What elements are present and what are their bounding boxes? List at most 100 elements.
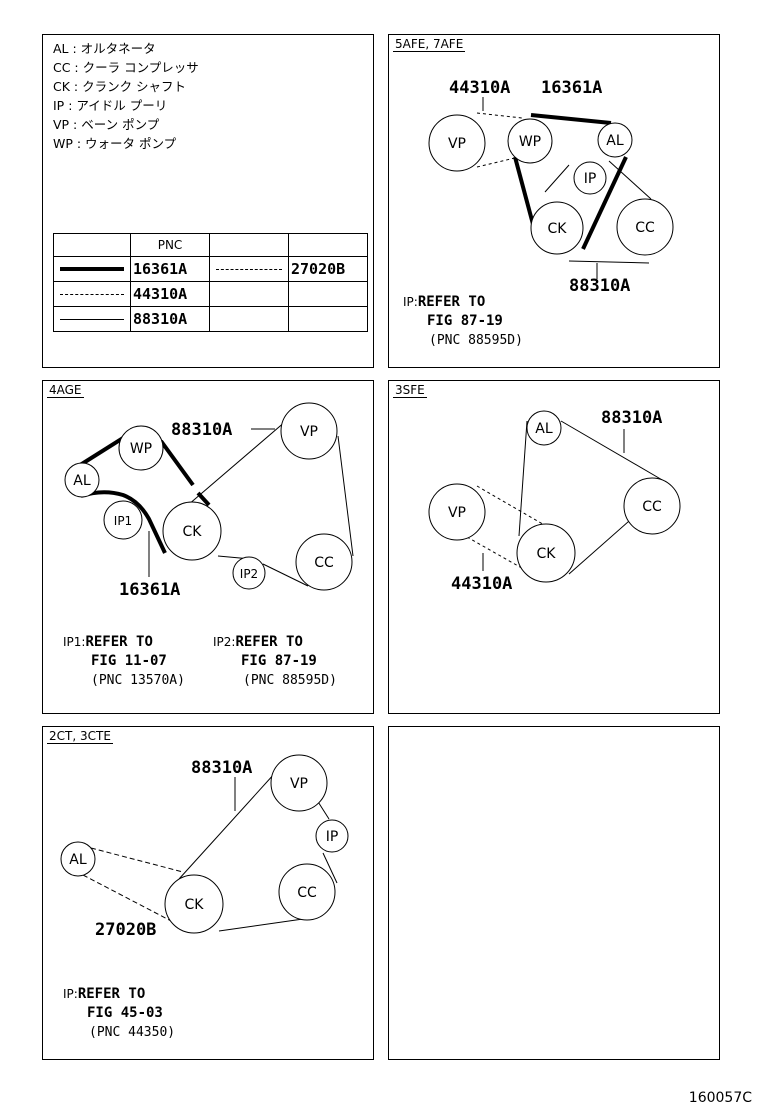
label-44310a: 44310A — [449, 78, 510, 98]
label-88310a: 88310A — [569, 276, 630, 296]
pnc-88310a: 88310A — [130, 306, 210, 332]
legend-line-vp: VP : ベーン ポンプ — [53, 117, 160, 132]
pnc-16361a: 16361A — [130, 256, 210, 282]
belt-88310a-bottom — [568, 260, 650, 264]
belt-88310a-inner — [544, 164, 570, 193]
panel-4age: 4AGE VP WP AL IP1 CK IP2 CC 88310A 16361… — [42, 380, 374, 714]
pnc-27020b: 27020B — [288, 256, 368, 282]
line-sample-solid — [53, 306, 131, 332]
label-88310a: 88310A — [601, 408, 662, 428]
pulley-ck: CK — [164, 874, 224, 934]
pulley-ck: CK — [530, 201, 584, 255]
svg-text:AL: AL — [69, 852, 87, 868]
pulley-ck: CK — [162, 501, 222, 561]
belt-16361a-top — [530, 113, 612, 125]
panel-title: 3SFE — [393, 383, 427, 398]
panel-title: 5AFE, 7AFE — [393, 37, 466, 52]
svg-text:CC: CC — [642, 499, 662, 515]
pnc-table: PNC 16361A 27020B 44310A 88310A — [53, 233, 368, 332]
svg-text:IP2: IP2 — [240, 567, 258, 581]
belt-16361a-bottom — [80, 490, 167, 554]
pulley-cc: CC — [616, 198, 674, 256]
belt-88310a-top — [560, 420, 665, 482]
legend-panel: AL : オルタネータ CC : クーラ コンプレッサ CK : クランク シャ… — [42, 34, 374, 368]
pulley-al: AL — [597, 122, 633, 158]
belt-88310a-top — [608, 160, 652, 200]
svg-text:AL: AL — [606, 133, 624, 149]
belt-44310a-bottom — [476, 156, 520, 168]
panel-title: 2CT, 3CTE — [47, 729, 113, 744]
svg-text:CK: CK — [183, 524, 203, 540]
label-27020b: 27020B — [95, 920, 156, 940]
belt-27020b-top — [90, 847, 184, 873]
pulley-cc: CC — [295, 533, 353, 591]
legend-line-wp: WP : ウォータ ポンプ — [53, 136, 177, 151]
svg-text:CK: CK — [185, 897, 205, 913]
pulley-al: AL — [526, 410, 562, 446]
svg-text:IP: IP — [326, 829, 339, 845]
note-ip-ref: IP:REFER TO — [403, 294, 486, 310]
pulley-ck: CK — [516, 523, 576, 583]
label-88310a: 88310A — [171, 420, 232, 440]
belt-diagram-2ct: VP IP AL CC CK 88310A 27020B — [60, 754, 349, 940]
belt-16361a-left — [513, 156, 536, 229]
svg-text:CK: CK — [548, 221, 568, 237]
svg-text:VP: VP — [300, 424, 318, 440]
belt-44310a-top — [476, 485, 547, 527]
belt-88310a-left — [518, 420, 528, 537]
belt-16361a-right — [581, 156, 628, 250]
belt-88310a-left — [178, 772, 276, 880]
panel-3sfe: 3SFE AL CC VP CK 88310A 44310A — [388, 380, 720, 714]
svg-text:IP1: IP1 — [114, 514, 132, 528]
svg-text:CK: CK — [537, 546, 557, 562]
belt-88310a-bottom — [218, 918, 304, 932]
pulley-ip: IP — [315, 819, 349, 853]
label-16361a: 16361A — [541, 78, 602, 98]
pulley-al: AL — [64, 462, 100, 498]
belt-44310a-top — [476, 112, 523, 119]
panel-5afe-7afe: 5AFE, 7AFE VP WP AL IP CK CC 44310A 1636… — [388, 34, 720, 368]
svg-text:WP: WP — [519, 134, 541, 150]
note-ip1-ref: IP1:REFER TO — [63, 634, 153, 650]
line-sample-dashed — [53, 281, 131, 307]
pulley-wp: WP — [507, 118, 553, 164]
pnc-44310a: 44310A — [130, 281, 210, 307]
svg-text:IP: IP — [584, 171, 597, 187]
pulley-al: AL — [60, 841, 96, 877]
pulley-ip2: IP2 — [232, 556, 266, 590]
belt-diagram-4age: VP WP AL IP1 CK IP2 CC 88310A 16361A — [64, 402, 354, 600]
label-88310a: 88310A — [191, 758, 252, 778]
belt-88310a-bottom — [568, 513, 638, 575]
pulley-cc: CC — [278, 863, 336, 921]
panel-empty — [388, 726, 720, 1060]
belt-88310a-top — [180, 414, 294, 512]
label-44310a: 44310A — [451, 574, 512, 594]
svg-text:WP: WP — [130, 441, 152, 457]
figure-code: 160057C — [688, 1090, 752, 1106]
svg-text:CC: CC — [635, 220, 655, 236]
pnc-header: PNC — [130, 233, 210, 257]
svg-text:CC: CC — [297, 885, 317, 901]
legend-line-al: AL : オルタネータ — [53, 41, 156, 56]
svg-text:VP: VP — [448, 505, 466, 521]
legend-line-ip: IP : アイドル プーリ — [53, 98, 168, 113]
pulley-cc: CC — [623, 477, 681, 535]
pulley-vp: VP — [280, 402, 338, 460]
label-16361a: 16361A — [119, 580, 180, 600]
pulley-vp: VP — [428, 114, 486, 172]
belt-diagram-3sfe: AL CC VP CK 88310A 44310A — [428, 408, 681, 594]
svg-text:VP: VP — [290, 776, 308, 792]
note-ip2-ref: IP2:REFER TO — [213, 634, 303, 650]
pulley-ip: IP — [573, 161, 607, 195]
note-ip-ref: IP:REFER TO — [63, 986, 146, 1002]
svg-text:AL: AL — [535, 421, 553, 437]
panel-title: 4AGE — [47, 383, 84, 398]
legend-line-cc: CC : クーラ コンプレッサ — [53, 60, 199, 75]
pulley-wp: WP — [118, 425, 164, 471]
pulley-vp: VP — [270, 754, 328, 812]
svg-text:AL: AL — [73, 473, 91, 489]
svg-text:VP: VP — [448, 136, 466, 152]
belt-diagram-5afe: VP WP AL IP CK CC 44310A 16361A 88310A — [428, 78, 674, 296]
pulley-vp: VP — [428, 483, 486, 541]
line-sample-dashdot — [209, 256, 289, 282]
